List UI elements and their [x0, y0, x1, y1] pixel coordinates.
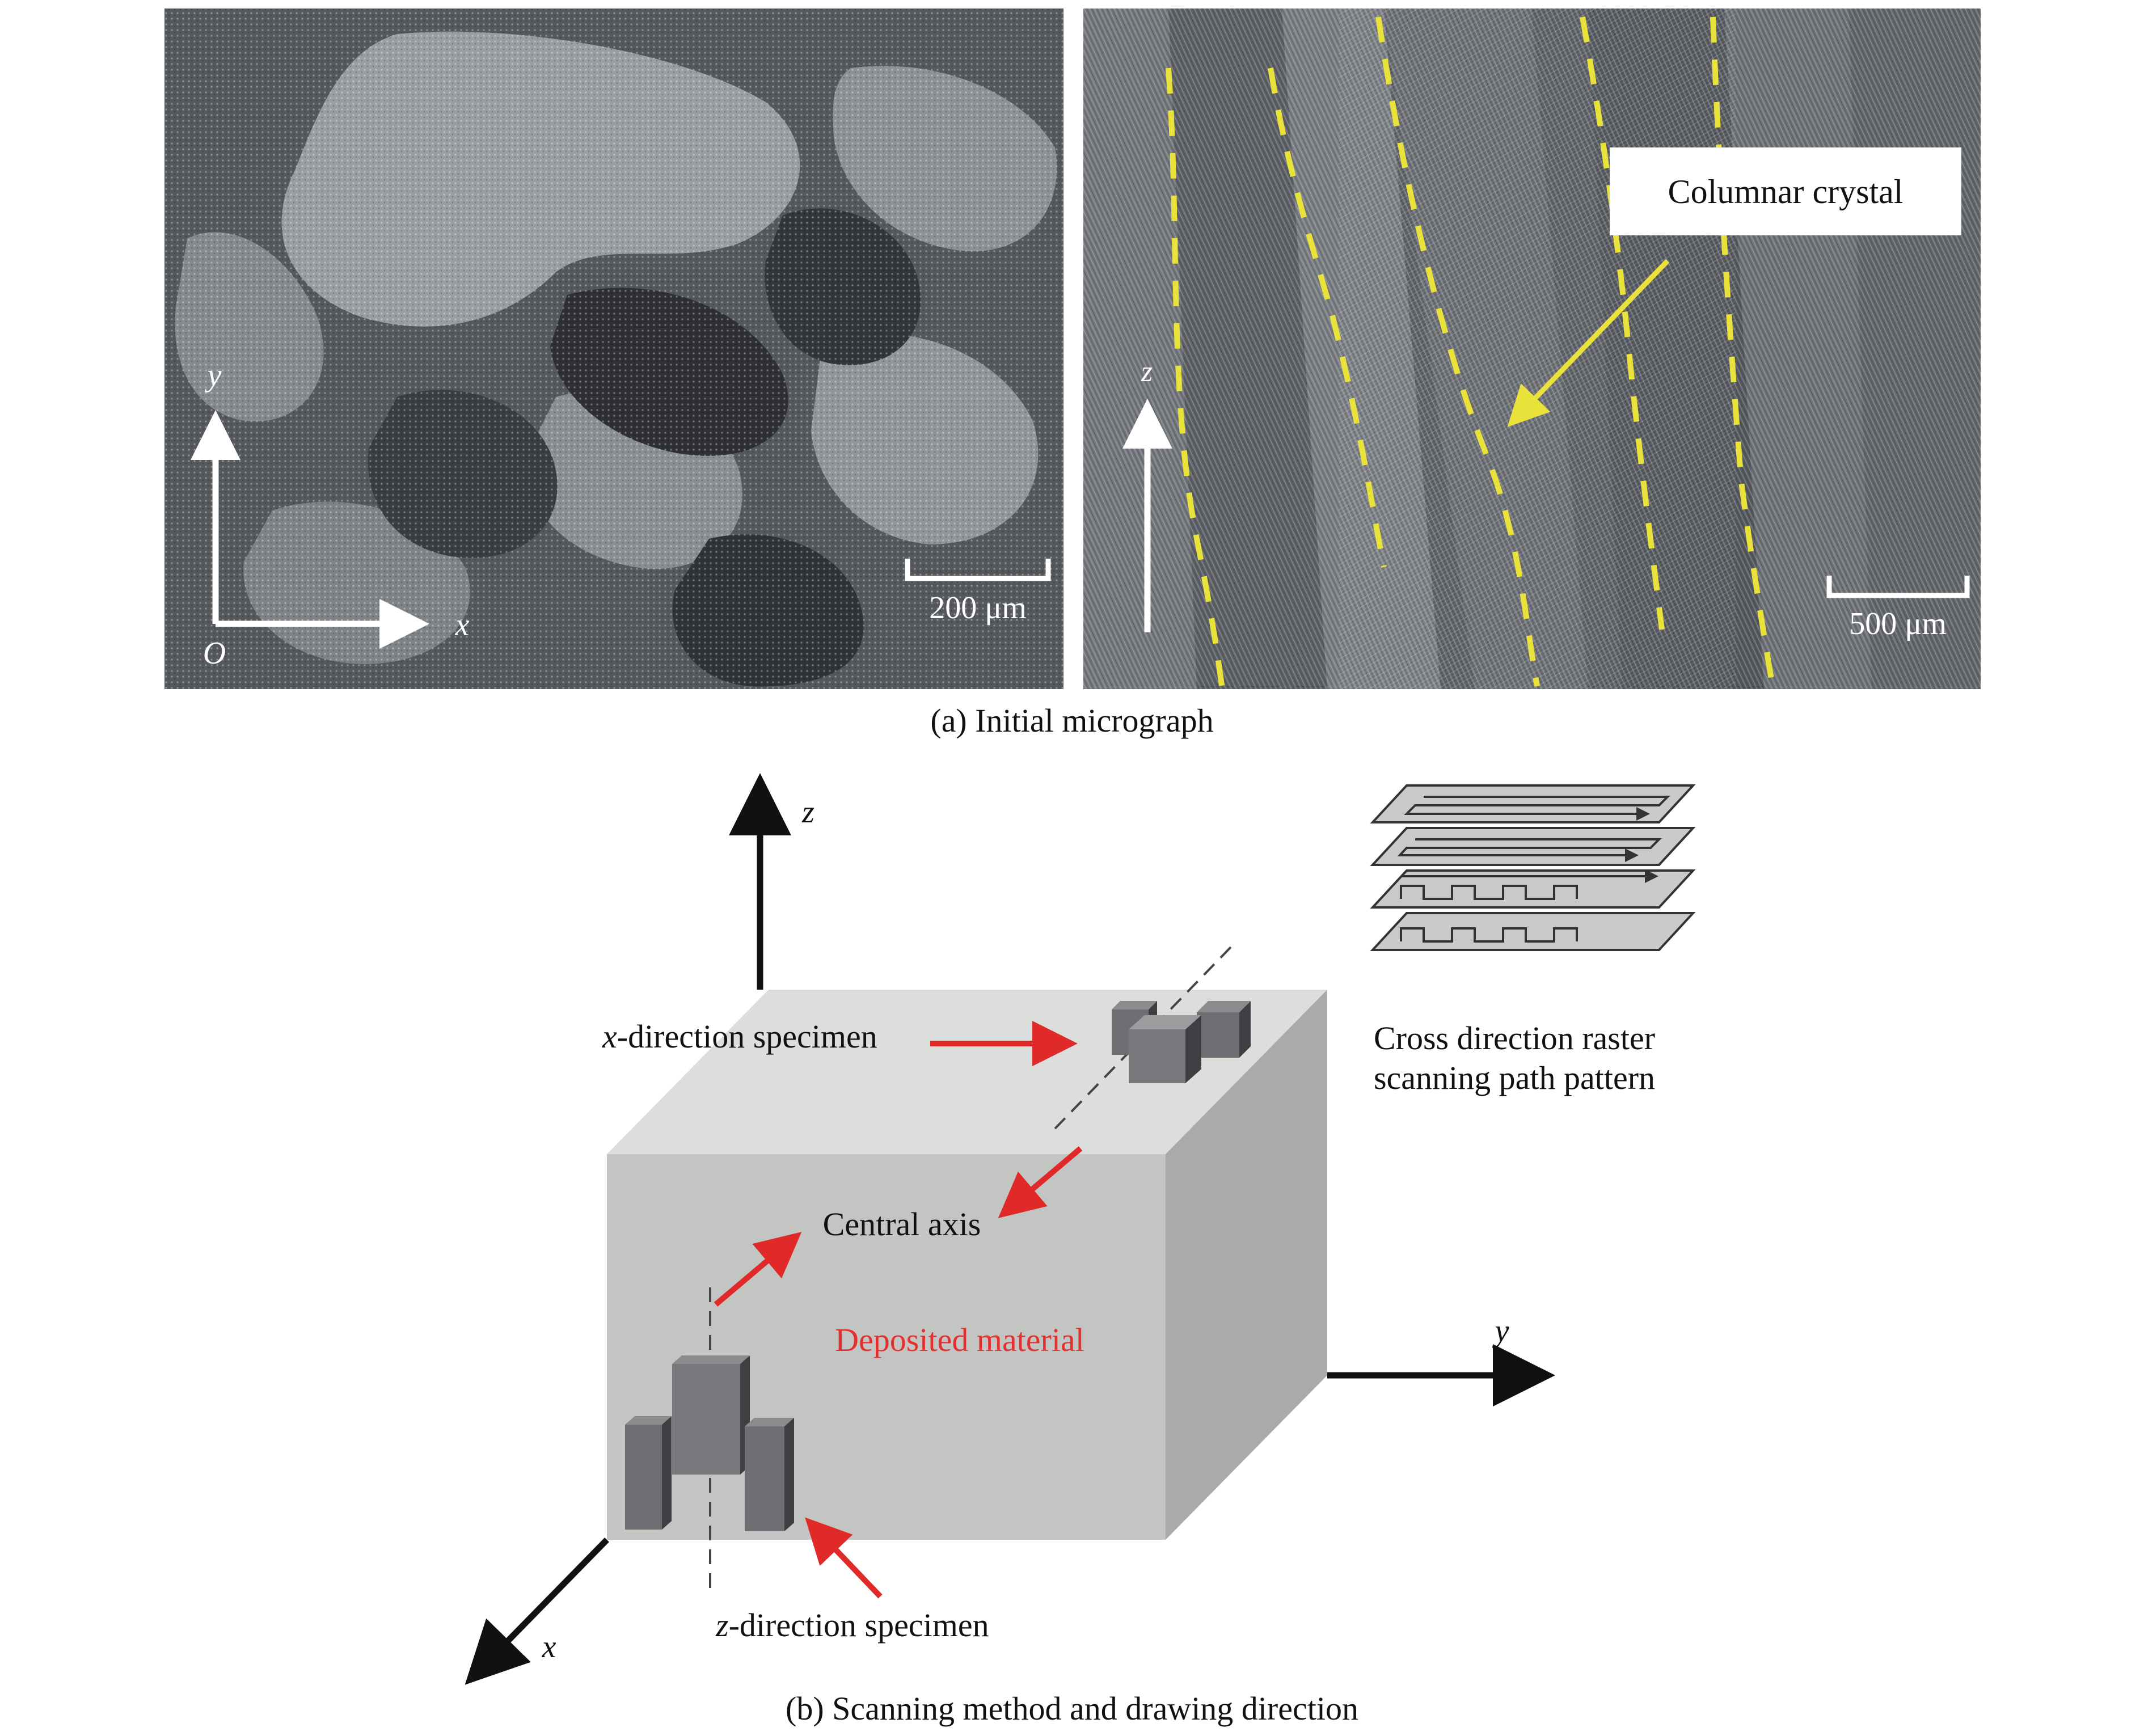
x-axis-label: x	[455, 607, 470, 643]
central-axis-arrow-bottom	[714, 1232, 802, 1307]
callout-box	[1610, 147, 1961, 235]
scale-bar-label: 500 μm	[1849, 606, 1947, 641]
columnar-boundaries	[1166, 16, 1775, 689]
y-axis-label: y	[205, 358, 222, 393]
callout-label: Columnar crystal	[1668, 173, 1904, 210]
caption-b: (b) Scanning method and drawing directio…	[786, 1690, 1358, 1727]
y-axis-label: y	[1492, 1313, 1509, 1349]
raster-layer	[1370, 912, 1696, 951]
z-axis-label: z	[1141, 356, 1153, 388]
raster-caption-line-1: Cross direction raster	[1374, 1020, 1655, 1057]
raster-caption-line-2: scanning path pattern	[1374, 1059, 1655, 1096]
scale-bar-500	[1826, 576, 1970, 598]
z-specimen-arrow	[805, 1517, 883, 1599]
z-direction-specimens	[625, 1355, 794, 1531]
z-direction-specimen-label: z-direction specimen	[715, 1607, 989, 1644]
x-axis	[465, 1538, 609, 1685]
x-direction-specimen-label: x-direction specimen	[602, 1018, 877, 1055]
block-front-face	[607, 1154, 1166, 1540]
callout-arrow	[1507, 259, 1670, 427]
scale-bar-200	[905, 559, 1051, 581]
scanning-diagram: z y x	[465, 773, 1696, 1685]
central-axis-arrow-top	[998, 1146, 1083, 1218]
raster-layer	[1370, 827, 1696, 866]
raster-layer	[1370, 784, 1696, 823]
x-direction-specimens	[1112, 1001, 1251, 1083]
origin-label: O	[203, 636, 226, 671]
scale-bar-label: 200 μm	[929, 590, 1027, 626]
deposited-material-label: Deposited material	[835, 1321, 1084, 1358]
x-axis-label: x	[542, 1629, 556, 1665]
block-side-face	[1166, 990, 1327, 1540]
caption-a: (a) Initial micrograph	[930, 702, 1213, 739]
left-micrograph: y x O 200 μm	[164, 9, 1063, 689]
right-micrograph: z Columnar crystal 500 μm	[1083, 9, 1981, 689]
z-axis-label: z	[801, 795, 814, 830]
central-axis-label: Central axis	[823, 1206, 981, 1243]
raster-pattern-icon	[1370, 784, 1696, 951]
